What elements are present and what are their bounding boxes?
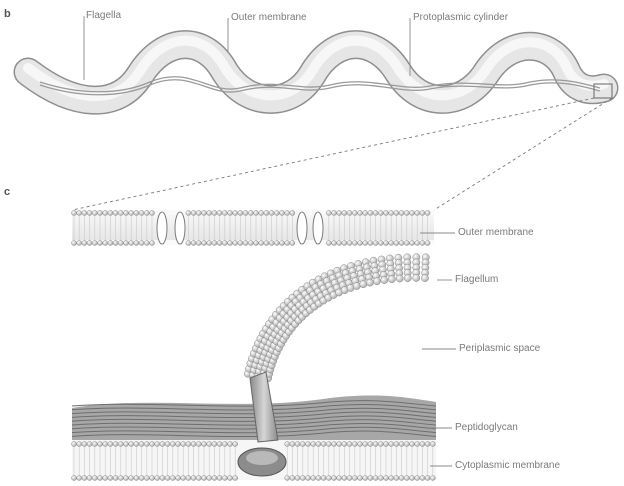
basal-body [238, 448, 286, 476]
panel-b-letter: b [4, 8, 11, 20]
label-periplasmic-space: Periplasmic space [459, 343, 540, 355]
porin-1 [157, 212, 167, 244]
label-flagellum: Flagellum [455, 274, 498, 286]
label-outer-membrane-c: Outer membrane [458, 227, 534, 239]
panel-c-letter: c [4, 186, 10, 198]
zoom-lines [72, 98, 612, 210]
label-cytoplasmic-membrane: Cytoplasmic membrane [455, 460, 560, 472]
label-protoplasmic-cylinder: Protoplasmic cylinder [413, 12, 508, 24]
label-outer-membrane-b: Outer membrane [231, 12, 307, 24]
porin-3 [297, 212, 307, 244]
flagellum-filament [244, 254, 429, 382]
label-peptidoglycan: Peptidoglycan [455, 422, 518, 434]
label-flagella: Flagella [86, 10, 121, 22]
porin-4 [313, 212, 323, 244]
outer-membrane-bilayer [72, 210, 435, 246]
porin-2 [175, 212, 185, 244]
